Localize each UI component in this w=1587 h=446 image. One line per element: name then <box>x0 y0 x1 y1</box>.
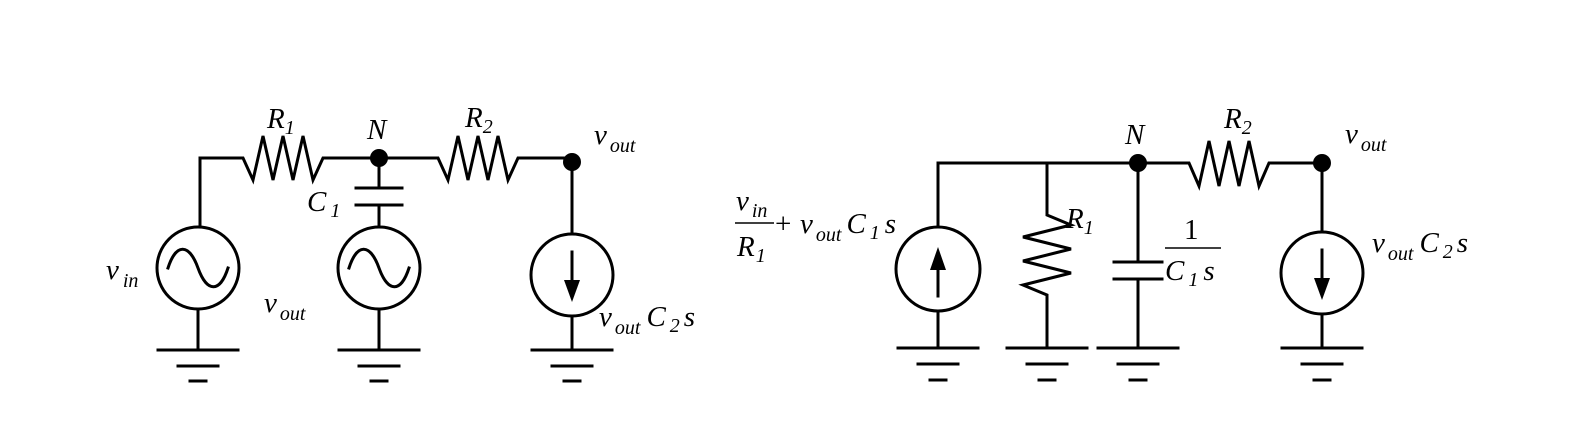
node-label: N <box>1124 119 1146 151</box>
expr-denominator: R1 <box>736 231 766 267</box>
r2-label: R2 <box>1223 103 1252 139</box>
ground-icon <box>530 348 614 383</box>
ground-icon <box>1096 346 1180 382</box>
node-label: N <box>366 114 388 146</box>
r1-label: R1 <box>266 103 295 139</box>
r1-label: R1 <box>1065 203 1094 239</box>
node-dot-icon <box>370 149 388 167</box>
ground-icon <box>337 348 421 383</box>
expr-plus: + <box>775 208 791 240</box>
ground-icon <box>1005 346 1089 382</box>
capacitor-icon <box>354 186 404 207</box>
impedance-numerator: 1 <box>1184 214 1199 246</box>
right-top-wire <box>936 140 1324 229</box>
node-dot-icon <box>1129 154 1147 172</box>
ground-icon <box>896 346 980 382</box>
resistor-icon <box>1018 161 1076 350</box>
node-dot-icon <box>563 153 581 171</box>
r2-label: R2 <box>464 102 493 138</box>
capacitor-icon <box>1112 260 1164 281</box>
ground-icon <box>1280 346 1364 382</box>
ground-icon <box>156 348 240 383</box>
left-top-wire <box>198 135 574 227</box>
node-dot-icon <box>1313 154 1331 172</box>
